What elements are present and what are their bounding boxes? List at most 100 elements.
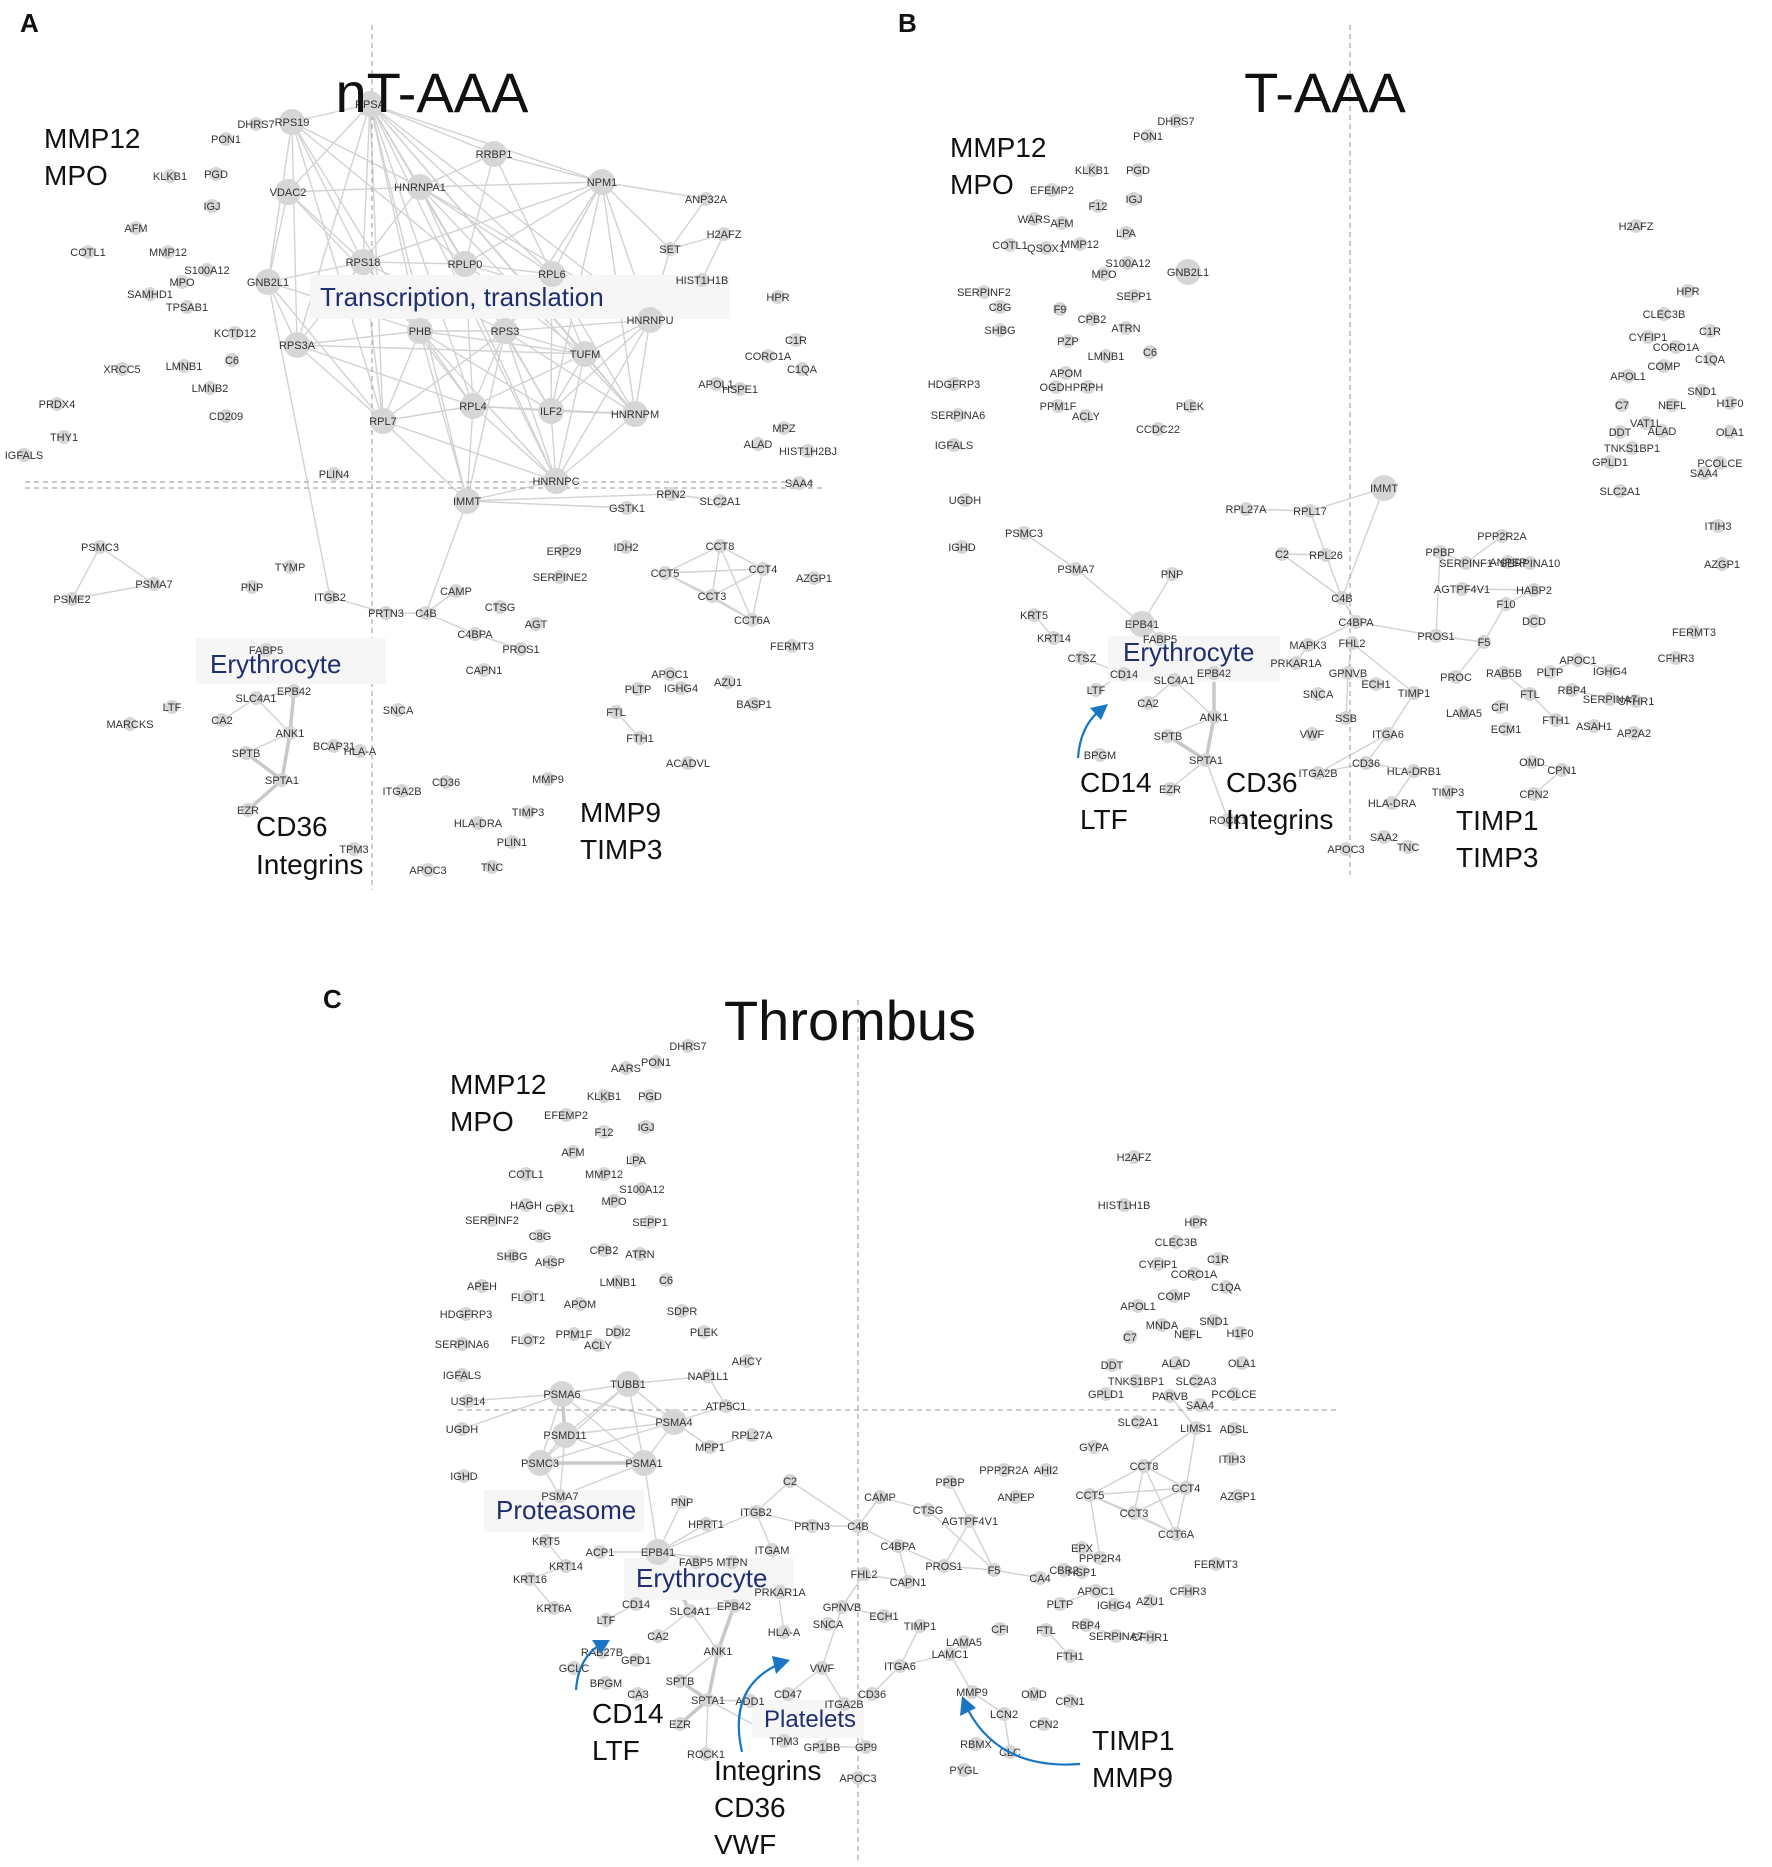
network-node bbox=[963, 1514, 977, 1528]
network-node bbox=[807, 571, 821, 585]
network-edge bbox=[689, 1610, 719, 1652]
network-node bbox=[1163, 782, 1177, 796]
network-node bbox=[1061, 334, 1075, 348]
network-node bbox=[699, 1517, 713, 1531]
network-node bbox=[1049, 380, 1063, 394]
arrow-shaft bbox=[1076, 711, 1099, 759]
annotation-line: CD14 bbox=[1080, 767, 1152, 798]
network-edge bbox=[551, 181, 603, 275]
network-node bbox=[1407, 686, 1421, 700]
network-node bbox=[701, 1369, 715, 1383]
node-label: HLA-A bbox=[344, 746, 377, 758]
network-edge bbox=[1317, 733, 1389, 774]
network-node bbox=[283, 726, 297, 740]
network-node bbox=[543, 468, 569, 494]
node-label: PRPH bbox=[1073, 382, 1104, 394]
network-node bbox=[1477, 635, 1491, 649]
node-label: PRKAR1A bbox=[754, 1587, 806, 1599]
network-edge bbox=[1175, 1487, 1187, 1535]
network-node bbox=[629, 1597, 643, 1611]
node-label: ROCK1 bbox=[1209, 815, 1247, 827]
network-node bbox=[913, 1619, 927, 1633]
network-node bbox=[1131, 1415, 1145, 1429]
network-node bbox=[658, 566, 672, 580]
network-edge bbox=[550, 410, 636, 415]
network-node bbox=[1027, 212, 1041, 226]
node-label: IGHG4 bbox=[1593, 666, 1627, 678]
panel-title-nt-aaa: nT-AAA bbox=[336, 61, 530, 124]
network-edge bbox=[245, 732, 291, 754]
network-node bbox=[783, 1474, 797, 1488]
network-node bbox=[699, 1747, 713, 1761]
network-edge bbox=[287, 186, 421, 193]
network-edge bbox=[369, 103, 603, 183]
network-node bbox=[675, 1304, 689, 1318]
cluster-label-platelets: Platelets bbox=[764, 1706, 856, 1733]
network-node bbox=[1665, 398, 1679, 412]
network-node bbox=[1119, 226, 1133, 240]
node-label: CAPN1 bbox=[466, 665, 503, 677]
network-node bbox=[175, 275, 189, 289]
network-node bbox=[1079, 1618, 1093, 1632]
node-label: NEFL bbox=[1174, 1329, 1202, 1341]
node-label: SAMHD1 bbox=[127, 289, 173, 301]
network-node bbox=[1175, 259, 1201, 285]
node-label: RPS3A bbox=[279, 340, 316, 352]
network-node bbox=[851, 1771, 865, 1785]
node-label: CA4 bbox=[1029, 1573, 1050, 1585]
node-label: CD14 bbox=[1110, 669, 1138, 681]
node-label: AHI2 bbox=[1034, 1465, 1058, 1477]
node-label: ANP32A bbox=[685, 194, 728, 206]
node-label: EFEMP2 bbox=[544, 1110, 588, 1122]
network-edge bbox=[1089, 1465, 1145, 1496]
node-label: HDGFRP3 bbox=[440, 1309, 493, 1321]
node-label: GPLD1 bbox=[1592, 457, 1628, 469]
node-label: PGD bbox=[1126, 165, 1150, 177]
network-edge bbox=[287, 103, 371, 193]
node-label: PPM1F bbox=[1040, 401, 1077, 413]
network-node bbox=[1527, 787, 1541, 801]
node-label: CD36 bbox=[432, 777, 460, 789]
network-edge bbox=[291, 121, 298, 346]
network-node bbox=[1657, 359, 1671, 373]
node-label: CAMP bbox=[440, 586, 472, 598]
network-node bbox=[1119, 321, 1133, 335]
network-node bbox=[1311, 766, 1325, 780]
node-label: ITIH3 bbox=[1705, 521, 1732, 533]
network-node bbox=[701, 1693, 715, 1707]
node-label: HABP2 bbox=[1516, 585, 1552, 597]
node-label: KRT5 bbox=[1020, 610, 1048, 622]
network-node bbox=[1053, 1597, 1067, 1611]
node-label: PCOLCE bbox=[1697, 458, 1742, 470]
network-edge bbox=[719, 545, 764, 570]
node-label: FTH1 bbox=[1056, 1651, 1084, 1663]
network-edge bbox=[1325, 554, 1343, 599]
network-edge bbox=[701, 233, 725, 281]
network-node bbox=[81, 245, 95, 259]
network-node bbox=[1495, 529, 1509, 543]
network-node bbox=[239, 746, 253, 760]
network-node bbox=[777, 1734, 791, 1748]
annotation-b-timp1-timp3: TIMP1 TIMP3 bbox=[1456, 805, 1538, 873]
network-node bbox=[1449, 670, 1463, 684]
node-label: FTL bbox=[1520, 689, 1540, 701]
node-label: TNKS1BP1 bbox=[1108, 1376, 1164, 1388]
network-node bbox=[1003, 238, 1017, 252]
node-label: PSMD11 bbox=[543, 1430, 586, 1442]
network-node bbox=[1555, 763, 1569, 777]
node-label: SND1 bbox=[1199, 1316, 1228, 1328]
network-node bbox=[1047, 631, 1061, 645]
network-node bbox=[597, 1167, 611, 1181]
network-node bbox=[1311, 687, 1325, 701]
network-node bbox=[673, 1717, 687, 1731]
network-node bbox=[1199, 753, 1213, 767]
network-node bbox=[597, 1089, 611, 1103]
network-node bbox=[1499, 722, 1513, 736]
node-label: THY1 bbox=[50, 432, 78, 444]
network-edge bbox=[1345, 672, 1349, 719]
network-node bbox=[1457, 706, 1471, 720]
network-edge bbox=[291, 121, 466, 265]
network-node bbox=[1349, 615, 1363, 629]
network-edge bbox=[1355, 621, 1437, 637]
node-label: GSTK1 bbox=[609, 503, 645, 515]
